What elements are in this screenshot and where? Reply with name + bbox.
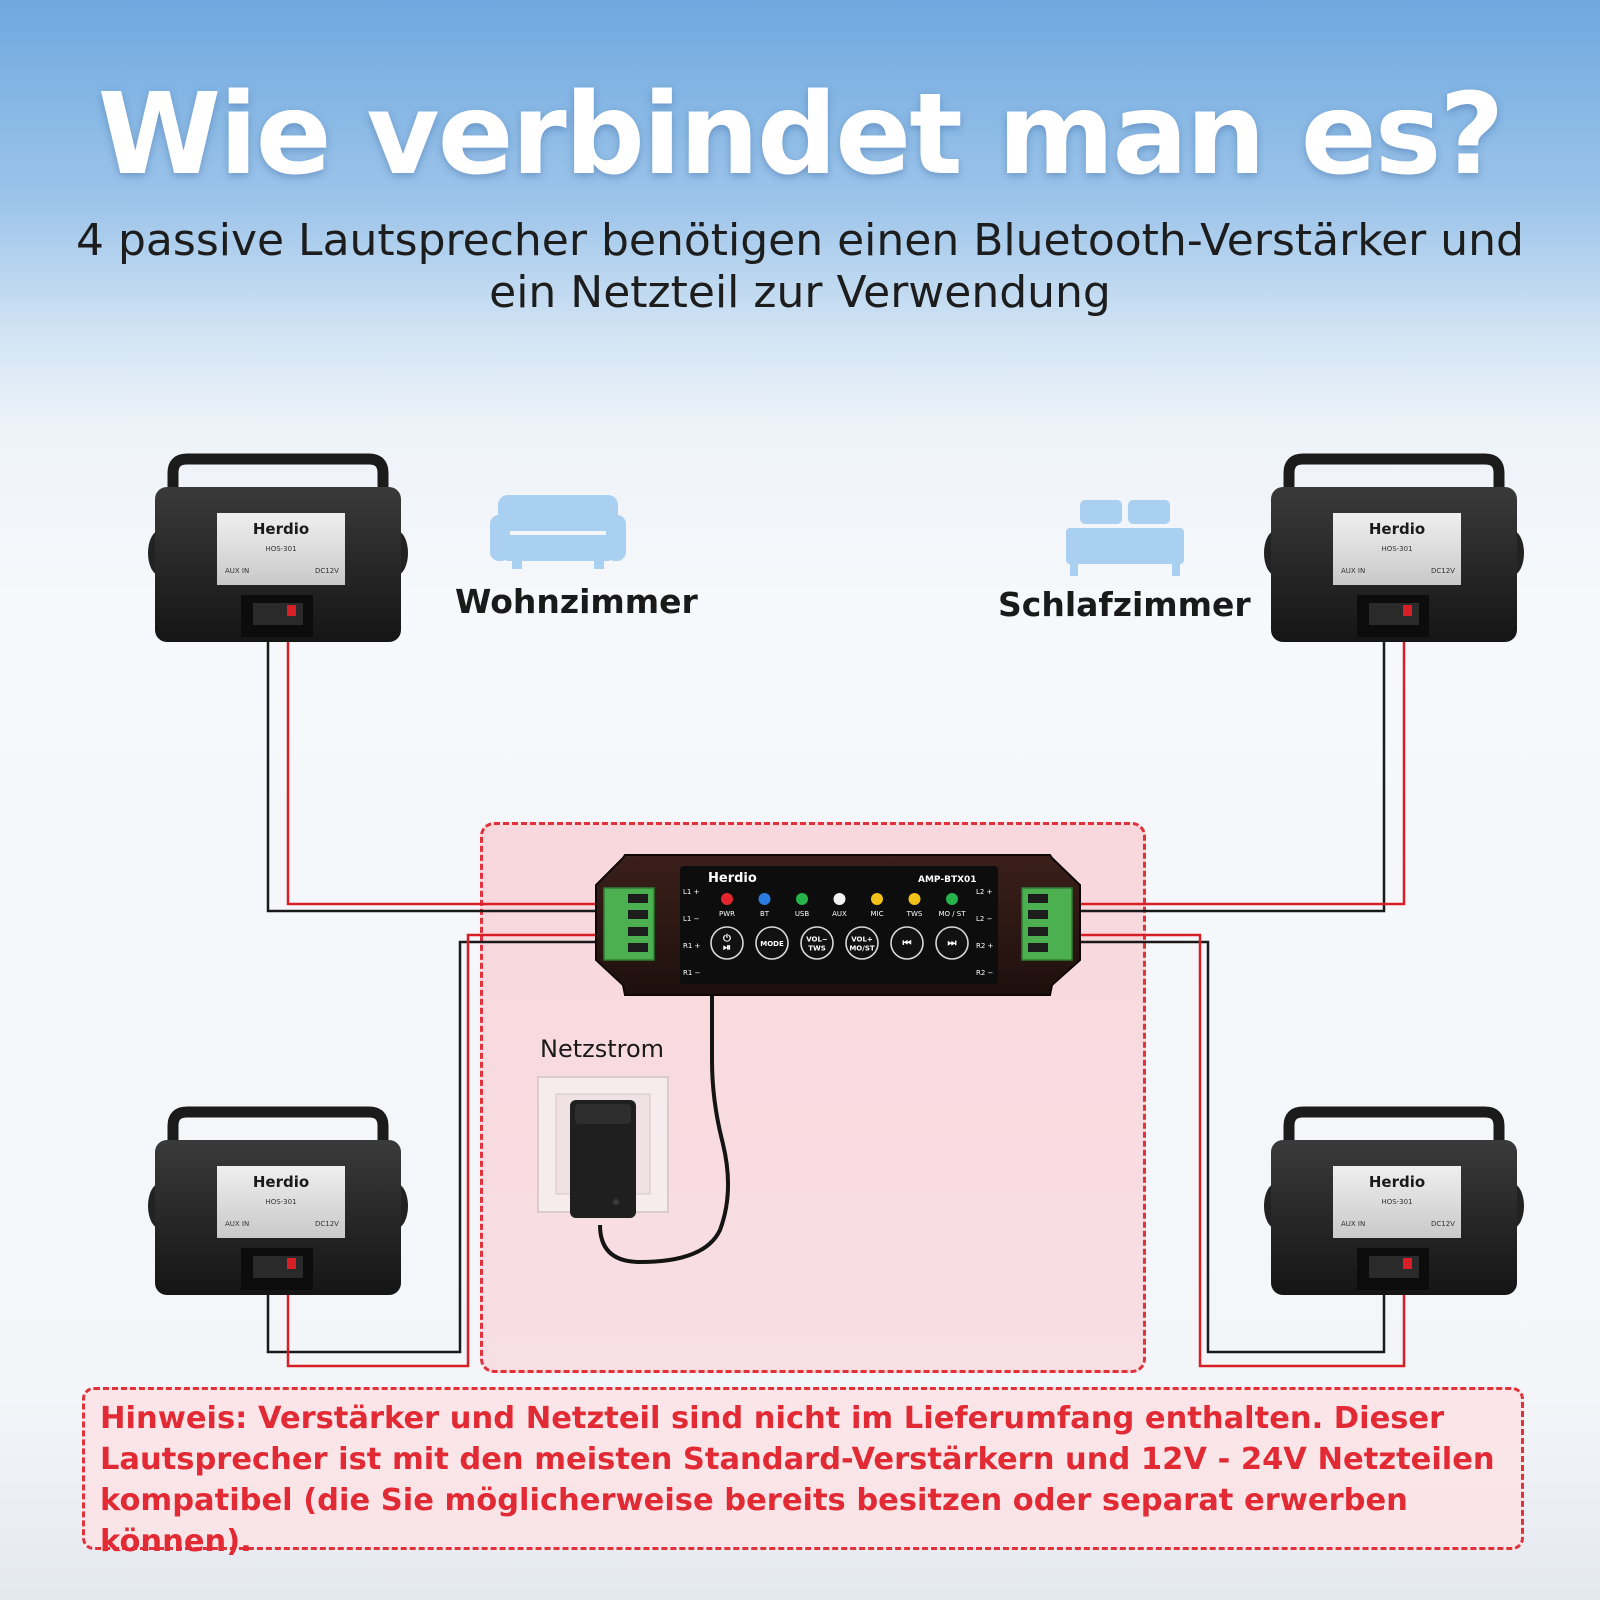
led-indicators: PWR BT USB AUX MIC TWS MO / ST bbox=[719, 893, 966, 918]
amp-button-label: ⏮ bbox=[903, 938, 912, 949]
wire-bottom-right-red bbox=[1070, 933, 1406, 1368]
power-adapter bbox=[570, 1100, 636, 1218]
wire-top-right-black bbox=[1070, 632, 1386, 913]
led-label: AUX bbox=[832, 910, 847, 918]
wire-bottom-left-black bbox=[266, 940, 600, 1354]
amp-button-4[interactable] bbox=[845, 926, 879, 960]
amp-button-label: VOL− bbox=[806, 936, 828, 944]
speaker-top-right: Herdio HOS-301 AUX IN DC12V bbox=[1264, 459, 1524, 642]
terminal-label-r1p: R1 + bbox=[683, 942, 701, 950]
wire-bottom-left-red bbox=[286, 933, 600, 1368]
amp-button-3[interactable] bbox=[800, 926, 834, 960]
speaker-port-aux: AUX IN bbox=[225, 567, 249, 575]
speaker-port-aux: AUX IN bbox=[1341, 567, 1365, 575]
power-cable bbox=[598, 995, 730, 1265]
amp-button-6[interactable] bbox=[935, 926, 969, 960]
led-label: MO / ST bbox=[938, 910, 966, 918]
wire-top-left-black bbox=[266, 632, 600, 913]
amp-button-label: TWS bbox=[808, 945, 826, 953]
led-label: PWR bbox=[719, 910, 735, 918]
power-label: Netzstrom bbox=[540, 1035, 665, 1063]
speaker-top-left: Herdio HOS-301 AUX IN DC12V bbox=[148, 459, 408, 642]
speaker-port-aux: AUX IN bbox=[225, 1220, 249, 1228]
speaker-brand: Herdio bbox=[1369, 520, 1425, 538]
terminal-block-right bbox=[1021, 887, 1073, 961]
amplifier-brand: Herdio bbox=[708, 871, 757, 886]
speaker-model: HOS-301 bbox=[265, 545, 296, 553]
amplifier: Herdio AMP-BTX01 L1 + L1 − R1 + R1 − L2 … bbox=[595, 854, 1081, 996]
speaker-port-dc: DC12V bbox=[1431, 1220, 1455, 1228]
speaker-port-dc: DC12V bbox=[1431, 567, 1455, 575]
led-1 bbox=[721, 893, 733, 905]
amp-button-label: ⏯ bbox=[723, 943, 731, 954]
sofa-icon bbox=[490, 495, 626, 569]
room-label-bedroom: Schlafzimmer bbox=[998, 585, 1251, 624]
led-label: TWS bbox=[906, 910, 923, 918]
amp-button-2[interactable] bbox=[755, 926, 789, 960]
note-box bbox=[82, 1387, 1524, 1550]
wire-bottom-right-black bbox=[1070, 940, 1386, 1354]
amp-button-5[interactable] bbox=[890, 926, 924, 960]
bed-icon bbox=[1066, 500, 1184, 576]
speaker-bottom-right: Herdio HOS-301 AUX IN DC12V bbox=[1264, 1112, 1524, 1295]
terminal-label-r2p: R2 + bbox=[976, 942, 994, 950]
terminal-label-l1p: L1 + bbox=[683, 888, 700, 896]
terminal-block-left bbox=[603, 887, 655, 961]
control-buttons: ⏻⏯ MODE VOL−TWS VOL+MO/ST ⏮ ⏭ bbox=[710, 926, 969, 960]
speaker-wires bbox=[266, 608, 1406, 1368]
terminal-label-r1m: R1 − bbox=[683, 969, 701, 977]
page-title: Wie verbindet man es? bbox=[97, 70, 1505, 200]
speaker-brand: Herdio bbox=[253, 1173, 309, 1191]
amp-button-1[interactable] bbox=[710, 926, 744, 960]
amp-button-label: ⏭ bbox=[948, 938, 957, 949]
note-text: Hinweis: Verstärker und Netzteil sind ni… bbox=[100, 1401, 1495, 1559]
amp-button-label: MODE bbox=[760, 940, 784, 948]
room-label-living-room: Wohnzimmer bbox=[455, 582, 698, 621]
led-2 bbox=[758, 893, 771, 905]
terminal-label-l1m: L1 − bbox=[683, 915, 700, 923]
led-6 bbox=[908, 893, 921, 905]
wire-top-right-red bbox=[1070, 608, 1406, 906]
speaker-model: HOS-301 bbox=[1381, 1198, 1412, 1206]
speaker-port-aux: AUX IN bbox=[1341, 1220, 1365, 1228]
led-7 bbox=[946, 893, 958, 905]
terminal-label-l2p: L2 + bbox=[976, 888, 993, 896]
led-5 bbox=[871, 893, 883, 905]
led-4 bbox=[833, 893, 846, 905]
led-label: BT bbox=[760, 910, 770, 918]
led-label: USB bbox=[795, 910, 810, 918]
led-label: MIC bbox=[871, 910, 884, 918]
speaker-port-dc: DC12V bbox=[315, 1220, 339, 1228]
amplifier-model: AMP-BTX01 bbox=[918, 875, 977, 885]
speaker-brand: Herdio bbox=[253, 520, 309, 538]
speaker-brand: Herdio bbox=[1369, 1173, 1425, 1191]
wire-top-left-red bbox=[286, 608, 600, 906]
amp-button-label: MO/ST bbox=[849, 945, 875, 953]
terminal-label-l2m: L2 − bbox=[976, 915, 993, 923]
speaker-bottom-left: Herdio HOS-301 AUX IN DC12V bbox=[148, 1112, 408, 1295]
speaker-model: HOS-301 bbox=[265, 1198, 296, 1206]
page-subtitle: 4 passive Lautsprecher benötigen einen B… bbox=[76, 215, 1524, 318]
speaker-port-dc: DC12V bbox=[315, 567, 339, 575]
amp-button-label: VOL+ bbox=[851, 936, 873, 944]
speaker-model: HOS-301 bbox=[1381, 545, 1412, 553]
terminal-label-r2m: R2 − bbox=[976, 969, 994, 977]
led-3 bbox=[796, 893, 808, 905]
amp-button-label: ⏻ bbox=[723, 933, 731, 945]
